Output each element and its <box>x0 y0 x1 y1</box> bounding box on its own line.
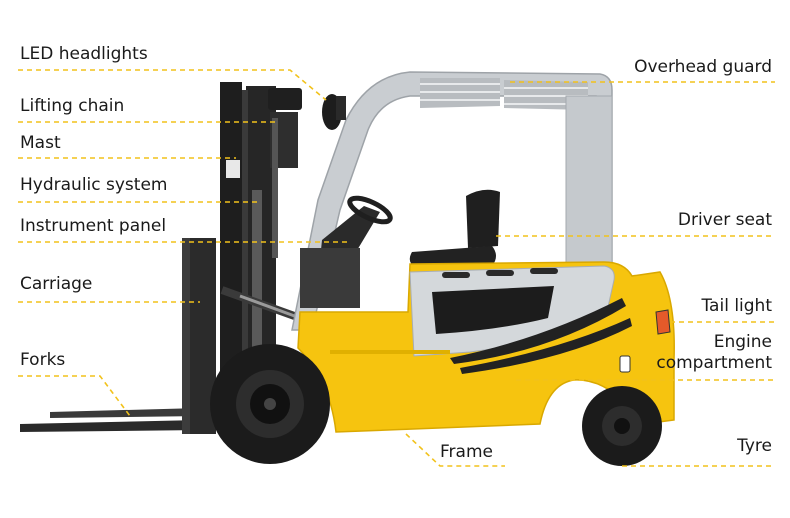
forks <box>20 408 204 432</box>
led-headlight <box>322 94 346 130</box>
rear-tyre <box>582 386 662 466</box>
label-driver-seat: Driver seat <box>677 210 772 230</box>
body <box>297 261 675 433</box>
label-overhead-guard: Overhead guard <box>634 57 772 77</box>
hydraulic-cylinder <box>220 190 302 400</box>
label-led-headlights: LED headlights <box>20 44 148 64</box>
label-hydraulic-system: Hydraulic system <box>20 175 168 195</box>
label-engine-compartment-line2: compartment <box>656 353 772 373</box>
label-lifting-chain: Lifting chain <box>20 96 125 116</box>
instrument-panel <box>300 195 393 308</box>
label-engine-compartment-line1: Engine <box>713 332 772 352</box>
label-tyre: Tyre <box>737 436 772 456</box>
driver-seat <box>409 189 500 268</box>
label-tail-light: Tail light <box>701 296 772 316</box>
label-frame: Frame <box>440 442 493 462</box>
leader-lines <box>18 69 775 467</box>
front-tyre <box>210 344 330 464</box>
label-mast: Mast <box>20 133 61 153</box>
label-forks: Forks <box>20 350 66 370</box>
overhead-guard <box>291 71 613 331</box>
label-carriage: Carriage <box>20 274 93 294</box>
label-engine-compartment: Engine compartment <box>656 332 772 374</box>
mast <box>220 82 302 422</box>
label-instrument-panel: Instrument panel <box>20 216 167 236</box>
